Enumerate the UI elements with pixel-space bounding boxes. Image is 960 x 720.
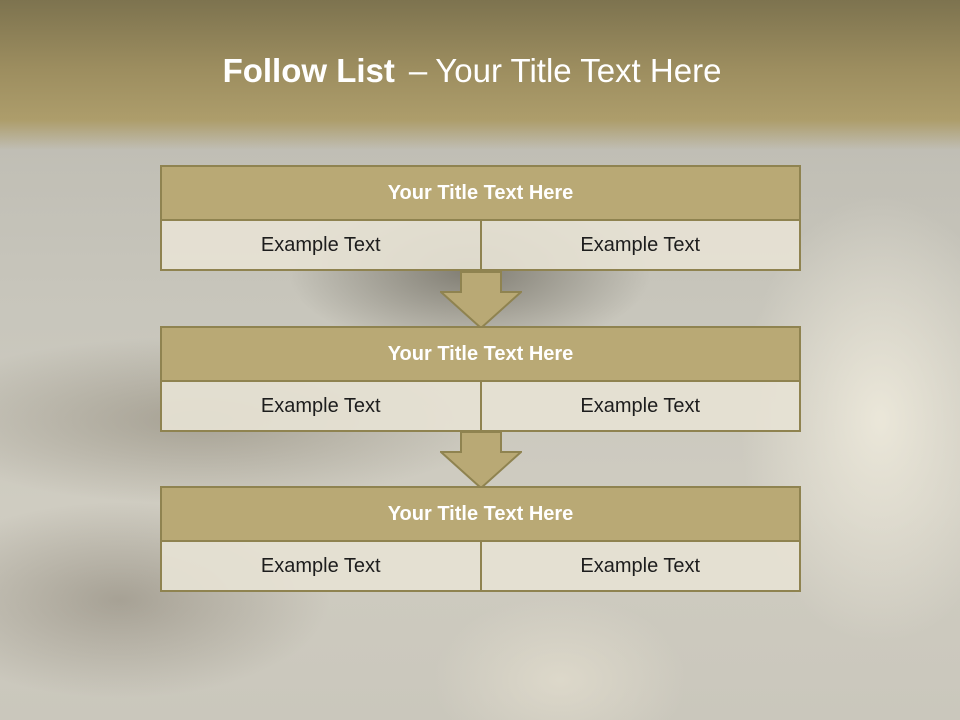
block-title: Your Title Text Here <box>160 165 801 221</box>
list-block-1: Your Title Text Here Example Text Exampl… <box>160 165 801 271</box>
title-separator: – <box>408 52 428 89</box>
block-cell-right: Example Text <box>481 542 801 592</box>
slide-title: Follow List–Your Title Text Here <box>0 52 944 90</box>
title-bold: Follow List <box>222 52 395 89</box>
block-row: Example Text Example Text <box>160 542 801 592</box>
block-cell-left: Example Text <box>160 542 482 592</box>
block-cell-right: Example Text <box>481 221 801 271</box>
down-arrow-icon <box>440 271 522 329</box>
block-cell-right: Example Text <box>481 382 801 432</box>
list-block-3: Your Title Text Here Example Text Exampl… <box>160 486 801 592</box>
block-row: Example Text Example Text <box>160 382 801 432</box>
block-cell-left: Example Text <box>160 221 482 271</box>
header-band <box>0 0 960 150</box>
block-cell-left: Example Text <box>160 382 482 432</box>
block-title: Your Title Text Here <box>160 326 801 382</box>
down-arrow-icon <box>440 431 522 489</box>
block-title: Your Title Text Here <box>160 486 801 542</box>
list-block-2: Your Title Text Here Example Text Exampl… <box>160 326 801 432</box>
block-row: Example Text Example Text <box>160 221 801 271</box>
title-rest: Your Title Text Here <box>435 52 722 89</box>
